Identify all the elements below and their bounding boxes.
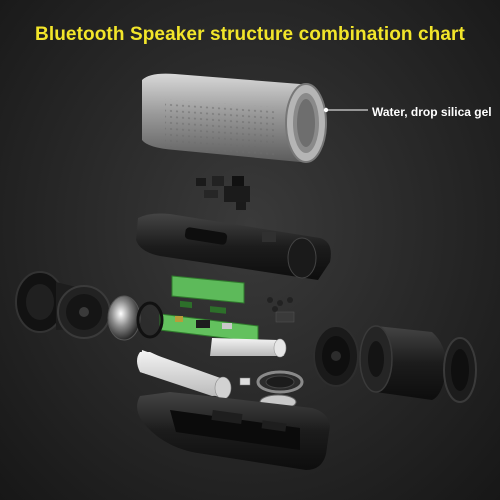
callout-leader-line xyxy=(323,107,368,113)
battery-cell-left xyxy=(137,350,232,400)
upper-housing xyxy=(136,213,331,280)
diagram-title: Bluetooth Speaker structure combination … xyxy=(35,24,465,45)
pcb-board-main xyxy=(171,275,245,314)
button-switch-parts xyxy=(196,176,250,210)
chrome-tweeter xyxy=(107,295,141,341)
silica-gel-label: Water, drop silica gel xyxy=(372,105,492,119)
right-end-cap xyxy=(359,325,447,400)
screws-and-chip xyxy=(267,297,295,323)
right-grille-cover xyxy=(443,337,477,403)
battery-cell-right xyxy=(210,338,287,358)
gasket-ring-left xyxy=(136,301,164,339)
right-speaker-driver xyxy=(313,325,359,387)
pcb-board-components xyxy=(159,313,259,343)
outer-shell-silicone xyxy=(142,73,327,163)
lower-housing xyxy=(137,392,330,470)
left-speaker-driver xyxy=(56,282,111,339)
left-end-cap xyxy=(15,271,65,333)
